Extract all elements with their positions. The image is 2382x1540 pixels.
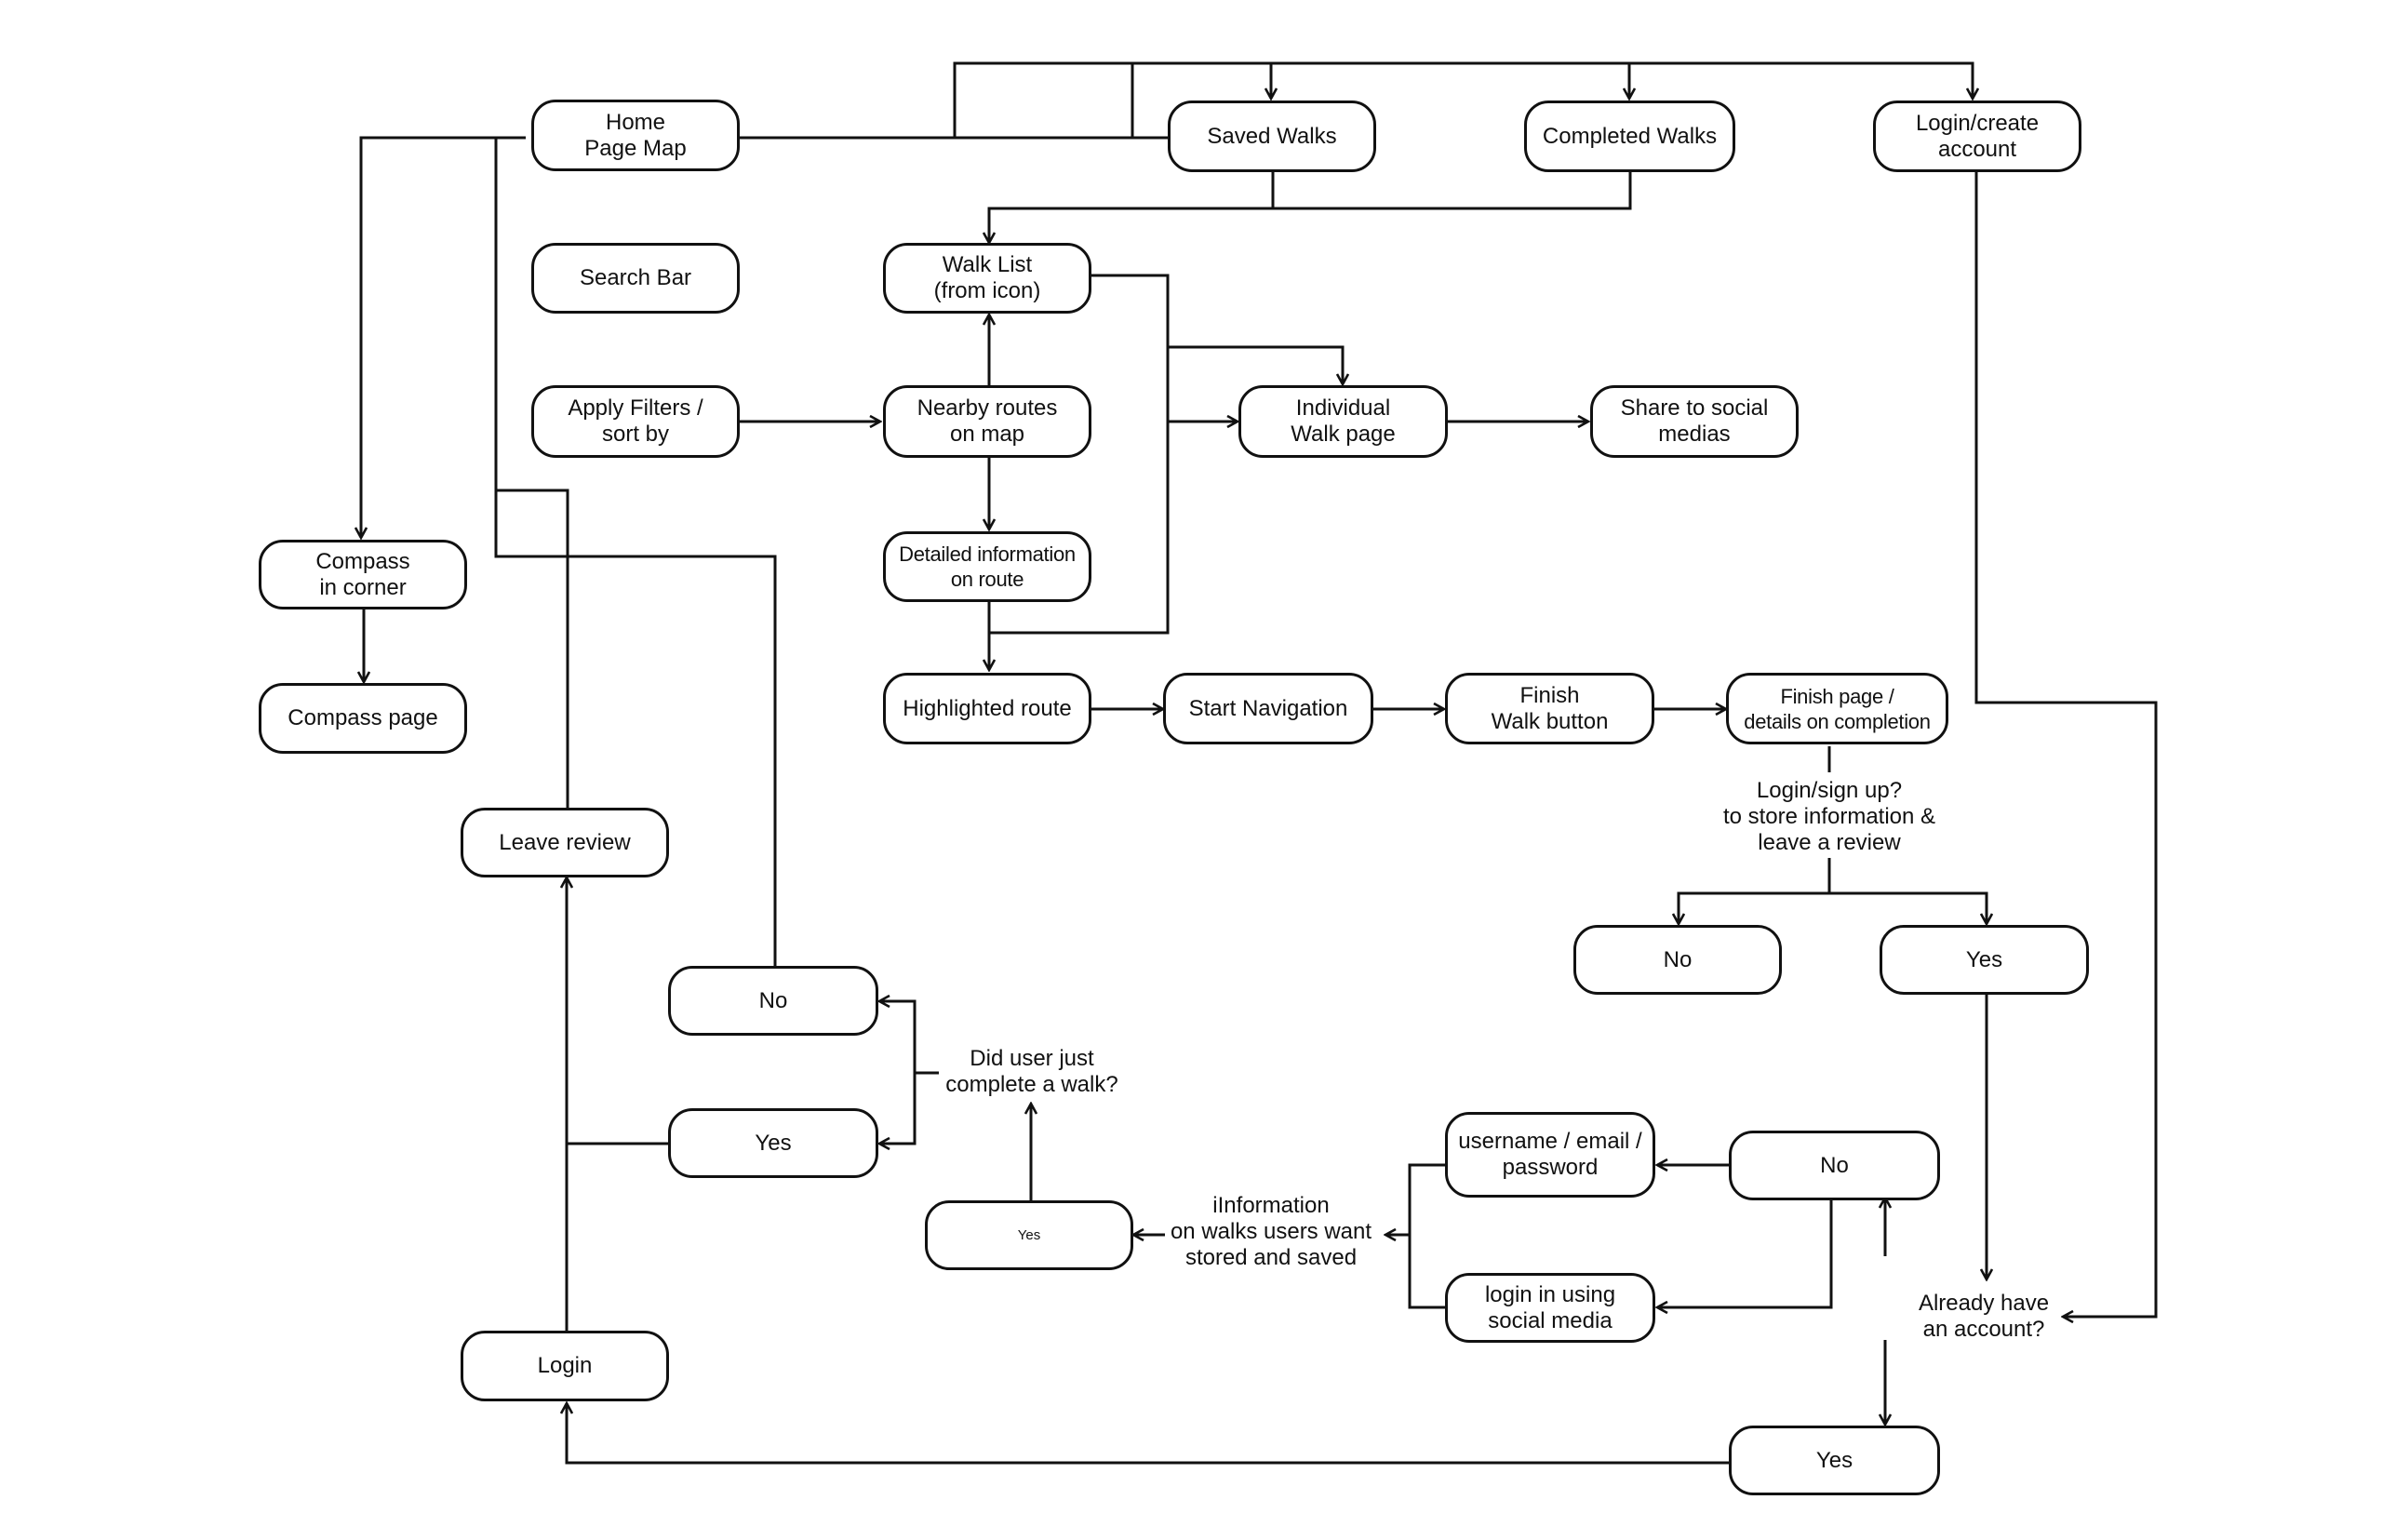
walk-list-node: Walk List (from icon)	[883, 243, 1091, 314]
nearby-routes-node: Nearby routes on map	[883, 385, 1091, 458]
no-account-node: No	[1729, 1131, 1940, 1200]
username-email-password-node: username / email / password	[1445, 1112, 1655, 1198]
social-media-login-node: login in using social media	[1445, 1273, 1655, 1343]
compass-in-corner-node: Compass in corner	[259, 540, 467, 609]
information-stored-label: iInformation on walks users want stored …	[1165, 1193, 1377, 1273]
highlighted-route-node: Highlighted route	[883, 673, 1091, 744]
apply-filters-node: Apply Filters / sort by	[531, 385, 740, 458]
compass-page-node: Compass page	[259, 683, 467, 754]
finish-page-node: Finish page / details on completion	[1726, 673, 1948, 744]
search-bar-node: Search Bar	[531, 243, 740, 314]
share-social-node: Share to social medias	[1590, 385, 1799, 458]
completed-walks-node: Completed Walks	[1524, 100, 1735, 172]
already-have-account-question: Already have an account?	[1907, 1291, 2060, 1345]
did-user-complete-question: Did user just complete a walk?	[939, 1046, 1125, 1100]
yes-login-node: Yes	[1880, 925, 2089, 995]
login-signup-question: Login/sign up? to store information & le…	[1708, 778, 1950, 858]
login-create-account-node: Login/create account	[1873, 100, 2081, 172]
no-walk-node: No	[668, 966, 878, 1036]
login-node: Login	[461, 1331, 669, 1401]
individual-walk-page-node: Individual Walk page	[1238, 385, 1448, 458]
start-navigation-node: Start Navigation	[1163, 673, 1373, 744]
yes-stored-node: Yes	[925, 1200, 1133, 1270]
home-page-map-node: Home Page Map	[531, 100, 740, 171]
yes-account-node: Yes	[1729, 1426, 1940, 1495]
leave-review-node: Leave review	[461, 808, 669, 877]
detailed-information-node: Detailed information on route	[883, 531, 1091, 602]
yes-walk-node: Yes	[668, 1108, 878, 1178]
saved-walks-node: Saved Walks	[1168, 100, 1376, 172]
no-login-node: No	[1573, 925, 1782, 995]
finish-walk-button-node: Finish Walk button	[1445, 673, 1654, 744]
